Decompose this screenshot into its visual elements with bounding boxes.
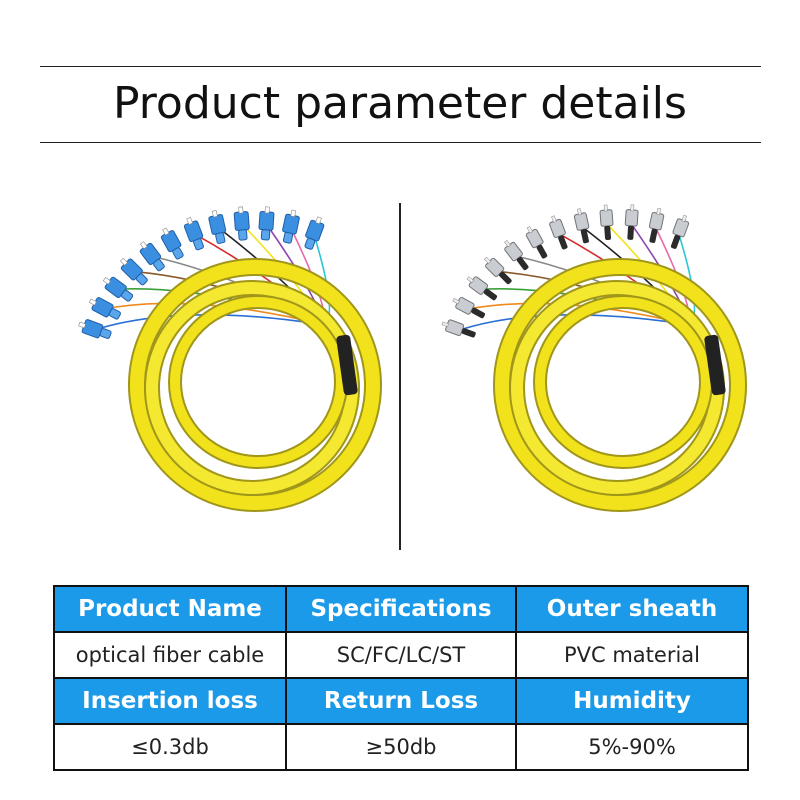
sc-connector <box>183 217 204 251</box>
sc-connector <box>233 206 250 241</box>
sc-connector <box>258 206 275 241</box>
sc-connector <box>120 257 148 286</box>
vertical-divider <box>399 203 401 550</box>
sc-connector <box>208 210 227 244</box>
fc-connector <box>624 204 639 240</box>
table-cell: ≤0.3db <box>53 723 287 771</box>
sc-connector <box>102 276 134 302</box>
cable-coil <box>493 258 747 512</box>
fc-connector <box>441 319 476 338</box>
table-cell: optical fiber cable <box>53 631 287 679</box>
table-header-cell: Product Name <box>53 585 287 633</box>
table-cell: ≥50db <box>285 723 517 771</box>
table-cell: PVC material <box>515 631 749 679</box>
table-row: ≤0.3db ≥50db 5%-90% <box>53 723 749 771</box>
table-header-cell: Insertion loss <box>53 677 287 725</box>
table-header-cell: Return Loss <box>285 677 517 725</box>
sc-connector <box>78 319 112 339</box>
fc-connector <box>525 226 548 259</box>
sc-fiber-pigtail-image <box>78 206 382 512</box>
fc-connector <box>549 215 568 250</box>
fc-connector <box>599 204 614 241</box>
cable-coil <box>128 258 382 512</box>
table-row: optical fiber cable SC/FC/LC/ST PVC mate… <box>53 631 749 679</box>
table-header-cell: Outer sheath <box>515 585 749 633</box>
sc-connector <box>88 297 121 320</box>
fiber-strand <box>95 314 326 331</box>
sc-connector <box>282 209 300 244</box>
page-title: Product parameter details <box>113 78 687 129</box>
table-header-row: Insertion loss Return Loss Humidity <box>53 677 749 725</box>
fc-fiber-pigtail-image <box>441 204 747 512</box>
top-rule <box>40 66 761 67</box>
spec-table: Product Name Specifications Outer sheath… <box>53 585 749 771</box>
table-cell: SC/FC/LC/ST <box>285 631 517 679</box>
sc-connector <box>160 227 184 260</box>
fc-connector <box>452 296 485 319</box>
sc-connector <box>304 216 325 250</box>
bottom-rule <box>40 142 761 143</box>
fc-connector <box>504 239 529 271</box>
fc-connector <box>484 256 512 285</box>
fc-connector <box>573 208 590 244</box>
fc-connector <box>648 207 665 243</box>
table-header-cell: Specifications <box>285 585 517 633</box>
table-header-cell: Humidity <box>515 677 749 725</box>
fc-connector <box>670 214 690 249</box>
table-cell: 5%-90% <box>515 723 749 771</box>
fc-connector <box>466 276 498 301</box>
table-header-row: Product Name Specifications Outer sheath <box>53 585 749 633</box>
fiber-strand <box>460 314 691 331</box>
sc-connector <box>139 241 165 272</box>
